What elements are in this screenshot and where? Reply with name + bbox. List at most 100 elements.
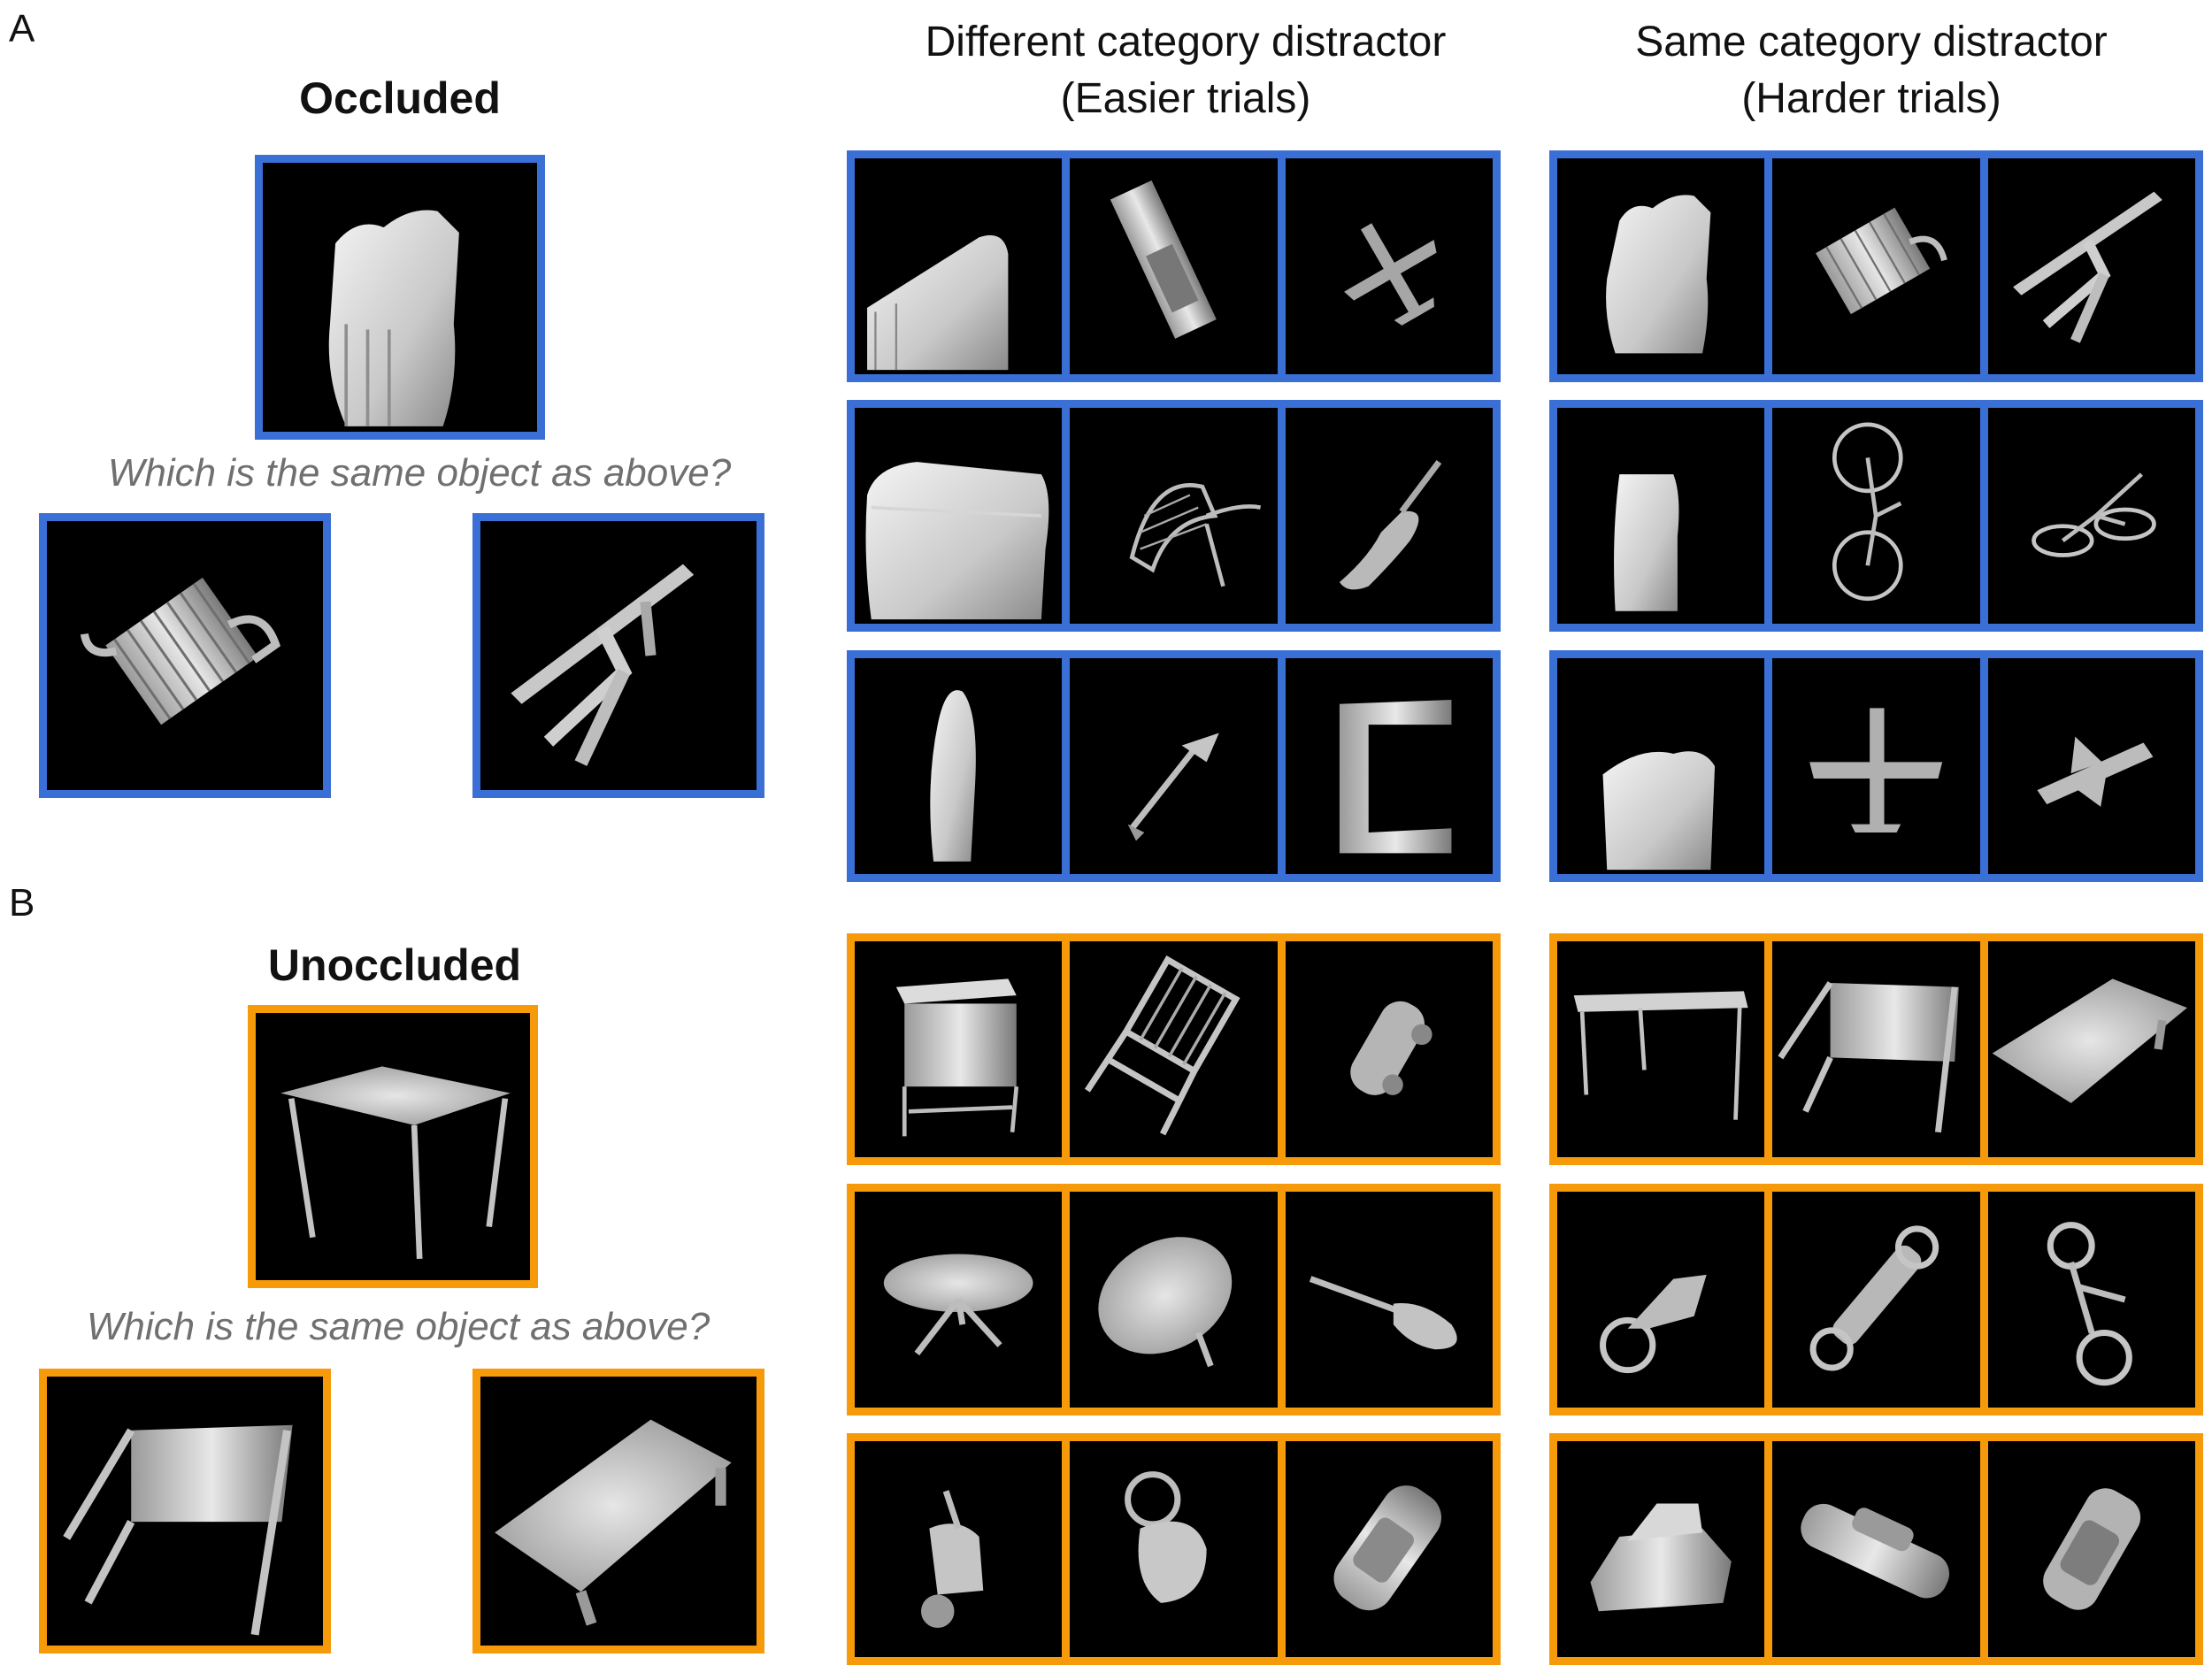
scooter-image: [920, 1490, 984, 1629]
trial-image: [1979, 1441, 2195, 1657]
table-image: [1992, 978, 2187, 1103]
trial-image: [1764, 408, 1980, 624]
column-header-same: Same category distractor (Harder trials): [1517, 14, 2212, 127]
car-image: [1590, 1503, 1732, 1612]
column-header-same-line2: (Harder trials): [1741, 75, 2001, 122]
trial-image: [1557, 408, 1765, 624]
bicycle-image: [2031, 472, 2156, 557]
trial-image: [1557, 941, 1765, 1157]
question-occluded: Which is the same object as above?: [107, 451, 732, 495]
trial-occluded-different-3: [847, 650, 1501, 882]
car-image: [1333, 1485, 1441, 1611]
trial-occluded-same-1: [1549, 150, 2203, 382]
table-image: [63, 1424, 293, 1636]
trial-image: [1764, 158, 1980, 374]
trial-image: [1062, 158, 1278, 374]
trial-unoccluded-different-2: [847, 1184, 1501, 1416]
condition-title-unoccluded: Unoccluded: [267, 940, 522, 990]
trial-image: [1062, 1441, 1278, 1657]
car-image: [1801, 1503, 1950, 1599]
trial-image: [1979, 658, 2195, 874]
trial-image: [1764, 941, 1980, 1157]
condition-title-occluded: Occluded: [299, 73, 501, 123]
trial-unoccluded-same-1: [1549, 933, 2203, 1165]
trial-image: [1979, 1192, 2195, 1408]
table-image: [1573, 991, 1748, 1120]
airplane-image: [1809, 708, 1943, 832]
table-image: [495, 1419, 732, 1626]
table-image: [1778, 981, 1960, 1133]
round-table-image: [883, 1254, 1033, 1356]
car-image: [1349, 1001, 1432, 1095]
chair-image: [1110, 180, 1217, 339]
trial-image: [1277, 941, 1493, 1157]
trial-occluded-different-1: [847, 150, 1501, 382]
trial-image: [1764, 1441, 1980, 1657]
guitar-image: [1309, 1276, 1457, 1350]
draped-object-image: [865, 462, 1049, 620]
draped-object-image: [867, 234, 1009, 371]
trial-image: [855, 941, 1063, 1157]
trial-unoccluded-same-3: [1549, 1433, 2203, 1665]
draped-object-image: [328, 210, 459, 426]
trial-image: [855, 408, 1063, 624]
draped-object-image: [1602, 751, 1716, 871]
column-header-different: Different category distractor (Easier tr…: [832, 14, 1540, 127]
choice-right-occluded[interactable]: [472, 513, 764, 798]
motorcycle-image: [2047, 1222, 2132, 1386]
trial-image: [1277, 1441, 1493, 1657]
trial-image: [855, 1441, 1063, 1657]
trial-image: [1979, 408, 2195, 624]
trial-occluded-same-3: [1549, 650, 2203, 882]
draped-object-image: [1606, 195, 1711, 354]
trial-image: [1979, 941, 2195, 1157]
chair-image: [80, 577, 281, 725]
chair-image: [1816, 207, 1948, 315]
draped-object-image: [1614, 474, 1679, 611]
cabinet-image: [895, 978, 1019, 1137]
trial-image: [1062, 658, 1278, 874]
panel-letter-a: A: [9, 7, 35, 50]
column-header-same-line1: Same category distractor: [1635, 19, 2108, 65]
scooter-image: [1125, 1471, 1207, 1603]
table-image: [280, 1066, 511, 1259]
trial-image: [1557, 658, 1765, 874]
trial-image: [1062, 1192, 1278, 1408]
trial-unoccluded-different-3: [847, 1433, 1501, 1665]
choice-left-occluded[interactable]: [39, 513, 331, 798]
choice-right-unoccluded[interactable]: [472, 1369, 764, 1653]
trial-occluded-same-2: [1549, 400, 2203, 632]
guitar-image: [1127, 733, 1220, 841]
panel-letter-b: B: [9, 881, 35, 925]
trial-unoccluded-same-2: [1549, 1184, 2203, 1416]
trial-image: [1062, 941, 1278, 1157]
trial-occluded-different-2: [847, 400, 1501, 632]
choice-left-unoccluded[interactable]: [39, 1369, 331, 1653]
target-image-unoccluded: [248, 1005, 538, 1288]
column-header-different-line1: Different category distractor: [925, 19, 1447, 65]
table-image: [511, 564, 695, 766]
table-image: [1339, 700, 1452, 854]
target-image-occluded: [255, 155, 545, 440]
bicycle-image: [1832, 422, 1903, 602]
trial-image: [1764, 1192, 1980, 1408]
airplane-image: [2037, 736, 2154, 807]
car-image: [2042, 1488, 2140, 1610]
trial-image: [1277, 158, 1493, 374]
trial-image: [855, 158, 1063, 374]
trial-image: [855, 1192, 1063, 1408]
trial-image: [1277, 408, 1493, 624]
column-header-different-line2: (Easier trials): [1060, 75, 1311, 122]
guitar-image: [1339, 459, 1441, 590]
motorcycle-image: [1809, 1225, 1939, 1371]
trial-image: [1764, 658, 1980, 874]
trial-image: [1557, 158, 1765, 374]
trial-image: [1557, 1192, 1765, 1408]
trial-unoccluded-different-1: [847, 933, 1501, 1165]
airplane-image: [1343, 223, 1437, 326]
table-image: [2012, 191, 2162, 343]
trial-image: [1557, 1441, 1765, 1657]
draped-object-image: [930, 690, 976, 862]
trial-image: [1979, 158, 2195, 374]
question-unoccluded: Which is the same object as above?: [86, 1305, 710, 1348]
